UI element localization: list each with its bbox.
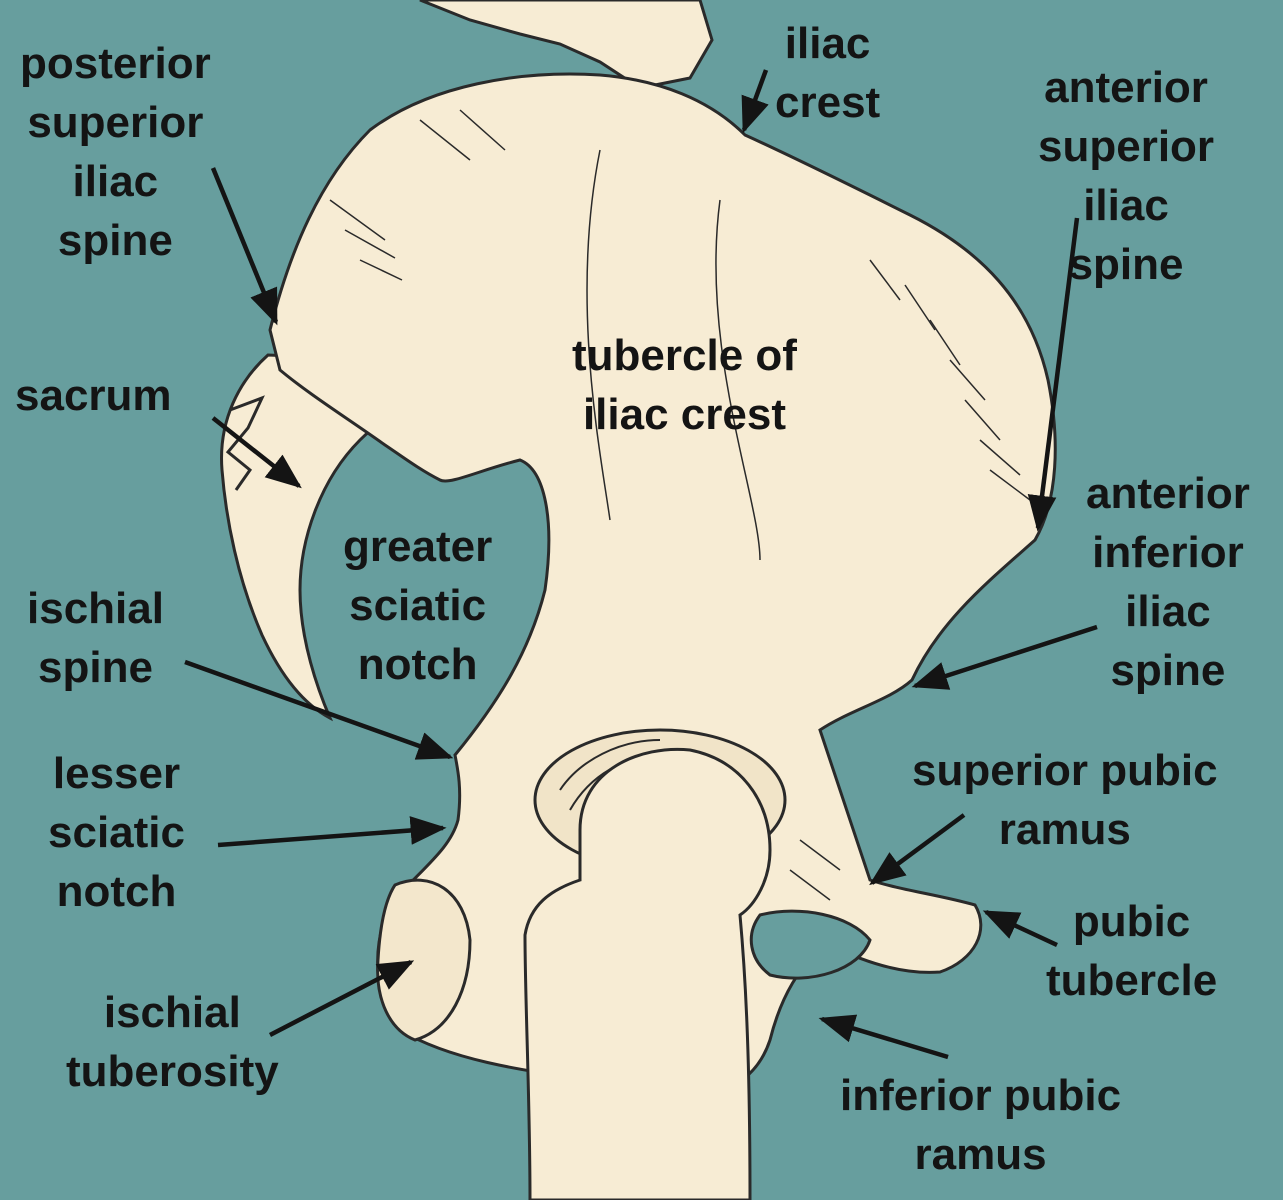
label-greater-sciatic-notch: greater sciatic notch — [343, 517, 492, 694]
label-ischial-tuberosity: ischial tuberosity — [66, 983, 279, 1101]
label-lesser-sciatic-notch: lesser sciatic notch — [48, 744, 185, 921]
label-inferior-pubic-ramus: inferior pubic ramus — [840, 1066, 1121, 1184]
label-anterior-inferior-iliac-spine: anterior inferior iliac spine — [1086, 464, 1250, 700]
label-tubercle-of-iliac-crest: tubercle of iliac crest — [572, 326, 797, 444]
label-anterior-superior-iliac-spine: anterior superior iliac spine — [1038, 58, 1214, 294]
label-sacrum: sacrum — [15, 366, 172, 425]
label-posterior-superior-iliac-spine: posterior superior iliac spine — [20, 34, 211, 270]
label-iliac-crest: iliac crest — [775, 14, 880, 132]
label-superior-pubic-ramus: superior pubic ramus — [912, 741, 1218, 859]
label-pubic-tubercle: pubic tubercle — [1046, 892, 1217, 1010]
label-ischial-spine: ischial spine — [27, 579, 164, 697]
